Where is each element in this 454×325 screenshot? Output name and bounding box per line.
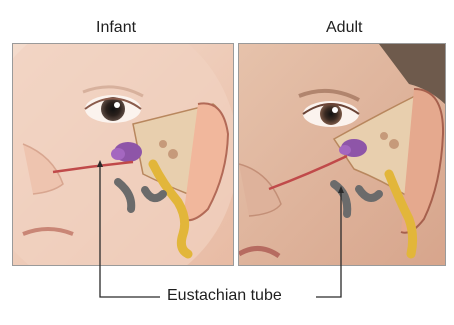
eustachian-tube-label: Eustachian tube: [167, 287, 282, 305]
